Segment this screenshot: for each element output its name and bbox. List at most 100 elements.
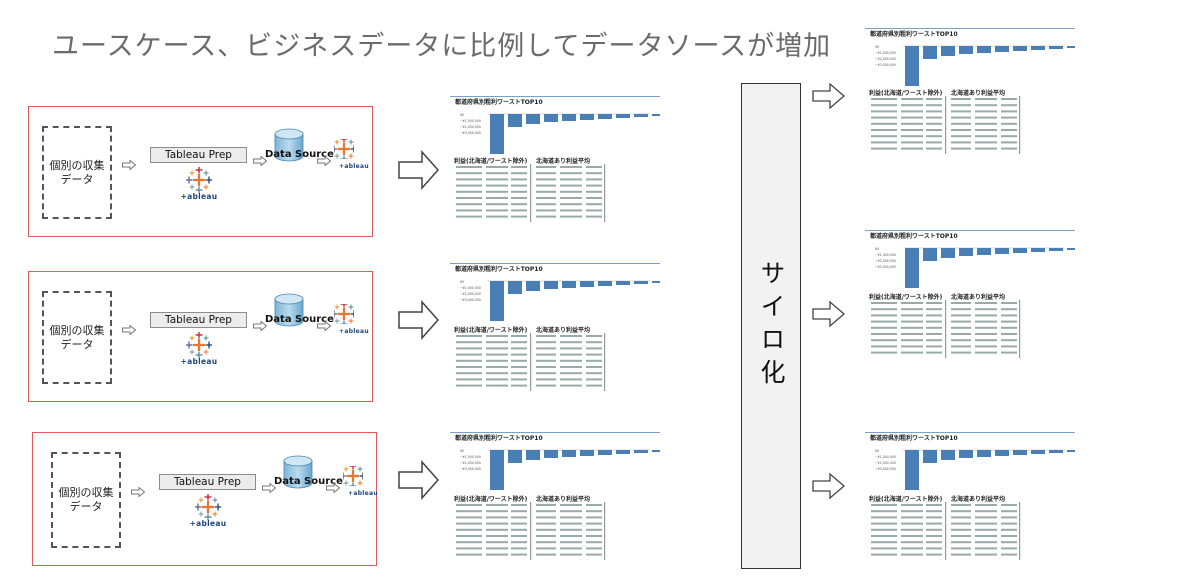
flow-row: 個別の収集 データ Tableau Prep +ableau Data Sour… [32,432,378,566]
y-tick-label: −¥2,000,000 [460,292,481,296]
source-data-box: 個別の収集 データ [51,452,121,548]
dashboard-title: 都道府県別粗利ワーストTOP10 [870,435,958,442]
bar-mark [1067,248,1075,250]
data-table [871,300,1021,358]
arrow-right-icon [317,316,332,332]
dashboard-title: 都道府県別粗利ワーストTOP10 [870,31,958,38]
bar-mark [1067,450,1075,452]
big-arrow-icon [398,460,440,500]
page-title: ユースケース、ビジネスデータに比例してデータソースが増加 [52,31,832,62]
bar-mark [905,248,919,288]
tableau-wordmark: +ableau [339,327,369,335]
dashboard-thumbnail: 都道府県別粗利ワーストTOP10¥0−¥1,000,000−¥2,000,000… [865,230,1075,365]
bar-mark [526,281,540,291]
arrow-right-icon [317,151,332,167]
dashboard-title: 都道府県別粗利ワーストTOP10 [455,99,543,106]
right-table-subtitle: 北海道あり利益平均 [536,496,591,503]
dashboard-top-border [865,432,1075,433]
bar-mark [490,450,504,490]
y-tick-label: −¥3,000,000 [460,467,481,471]
bar-mark [1031,46,1045,50]
data-source-label: Data Source [265,148,334,160]
right-table-subtitle: 北海道あり利益平均 [536,158,591,165]
tableau-logo-icon: +ableau [330,300,374,336]
bar-mark [526,450,540,460]
bar-mark [508,450,522,463]
bar-mark [1013,248,1027,253]
bar-mark [562,281,576,288]
y-tick-label: −¥3,000,000 [460,298,481,302]
bar-mark [544,114,558,122]
arrow-right-icon [253,151,268,167]
tableau-wordmark: +ableau [189,519,227,528]
bar-mark [490,281,504,321]
left-table-subtitle: 利益(北海道/ワースト除外) [454,158,528,165]
bar-mark [1013,450,1027,455]
bar-mark [923,46,937,59]
left-table-subtitle: 利益(北海道/ワースト除外) [454,496,528,503]
y-tick-label: −¥3,000,000 [875,265,896,269]
bar-chart [488,280,660,321]
arrow-right-icon [122,155,137,171]
tableau-prep-box: Tableau Prep [150,311,247,328]
bar-mark [508,281,522,294]
arrow-right-icon [326,478,341,494]
silo-label: サイロ化 [757,260,786,392]
bar-chart [903,449,1075,490]
database-icon [283,455,313,489]
arrow-right-icon [812,300,845,328]
source-label-line1: 個別の収集 [58,486,114,499]
bar-mark [616,114,630,118]
database-icon [274,128,304,161]
left-table-subtitle: 利益(北海道/ワースト除外) [869,90,943,97]
y-tick-label: −¥1,000,000 [875,253,896,257]
y-tick-label: ¥0 [460,449,465,453]
data-table [456,164,606,222]
bar-mark [580,281,594,287]
dashboard-thumbnail: 都道府県別粗利ワーストTOP10¥0−¥1,000,000−¥2,000,000… [450,432,660,572]
y-tick-label: −¥2,000,000 [875,461,896,465]
data-table [456,502,606,560]
database-icon [274,293,304,326]
y-tick-label: −¥3,000,000 [875,63,896,67]
source-data-box: 個別の収集 データ [42,126,112,219]
bar-mark [1049,450,1063,453]
bar-mark [580,450,594,456]
tableau-logo-icon: +ableau [339,462,383,498]
bar-mark [977,248,991,255]
y-tick-label: −¥2,000,000 [460,461,481,465]
right-table-subtitle: 北海道あり利益平均 [536,327,591,334]
source-label-line1: 個別の収集 [49,323,105,337]
y-tick-label: ¥0 [875,449,880,453]
bar-mark [598,114,612,119]
y-tick-label: −¥1,000,000 [460,455,481,459]
bar-mark [652,450,660,452]
bar-mark [1049,46,1063,49]
bar-mark [995,248,1009,254]
left-table-subtitle: 利益(北海道/ワースト除外) [869,496,943,503]
bar-mark [995,46,1009,52]
tableau-wordmark: +ableau [180,356,218,366]
y-tick-label: −¥1,000,000 [460,286,481,290]
dashboard-top-border [450,96,660,97]
bar-mark [544,281,558,289]
bar-mark [977,450,991,457]
bar-chart [488,113,660,154]
tableau-prep-box: Tableau Prep [159,474,256,490]
bar-chart [903,45,1075,86]
bar-mark [1049,248,1063,251]
dashboard-top-border [865,230,1075,231]
bar-mark [616,281,630,285]
source-label-line1: 個別の収集 [49,158,105,172]
bar-mark [490,114,504,154]
silo-bar: サイロ化 [741,83,801,569]
data-table [871,96,1021,154]
tableau-wordmark: +ableau [339,162,369,170]
bar-mark [959,248,973,256]
bar-mark [959,450,973,458]
y-tick-label: ¥0 [460,113,465,117]
y-tick-label: ¥0 [875,247,880,251]
bar-mark [598,450,612,455]
bar-mark [977,46,991,53]
source-label-line2: データ [69,500,103,513]
